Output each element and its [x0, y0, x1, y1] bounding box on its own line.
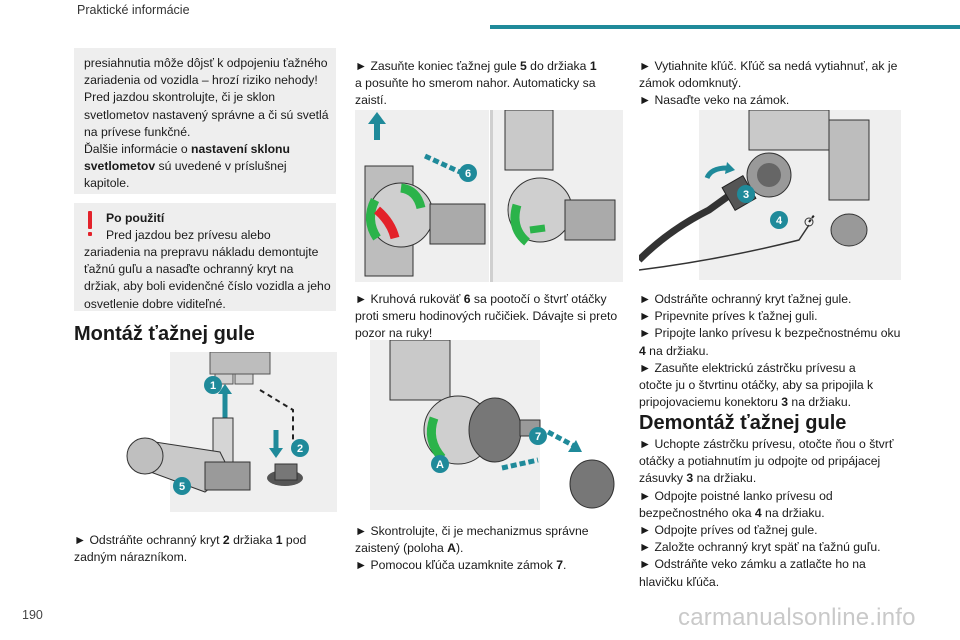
bold-run: 4: [754, 505, 762, 520]
step-line: zaistený (poloha A).: [355, 540, 623, 557]
header-section-title: Praktické informácie: [77, 3, 190, 17]
warning-title: Po použití: [106, 211, 165, 225]
step-line: pozor na ruky!: [355, 326, 433, 341]
header-accent-bar: [490, 25, 960, 29]
text-run: Ďalšie informácie o: [84, 142, 192, 157]
callout-label: 4: [776, 215, 783, 227]
info-box: presiahnutia môže dôjsť k odpojeniu ťažn…: [74, 48, 336, 194]
warning-line: ťažnú guľu a nasaďte ochranný kryt na: [84, 262, 294, 277]
text-run: na držiaku.: [645, 343, 709, 358]
page-number: 190: [22, 608, 43, 622]
callout-label: 7: [535, 431, 541, 443]
step-line: otočte ju o štvrtinu otáčky, aby sa prip…: [639, 378, 874, 393]
bold-run: A: [447, 541, 456, 556]
warning-line: osvetlenie dobre viditeľné.: [84, 296, 226, 311]
step-line: ► Zasuňte elektrickú zástrčku prívesu a: [639, 360, 856, 375]
step-line: zámok odomknutý.: [639, 76, 742, 91]
step-line: ► Nasaďte veko na zámok.: [639, 93, 790, 108]
text-run: zásuvky: [639, 471, 687, 486]
illustration-handle-rotation: 6: [355, 110, 623, 282]
bold-run: 7: [556, 558, 563, 573]
bold-run: 3: [686, 471, 694, 486]
info-line: svetlometov sú uvedené v príslušnej: [84, 158, 334, 175]
step-line: ► Odpojte poistné lanko prívesu od: [639, 488, 833, 503]
text-run: ► Odstráňte ochranný kryt: [74, 533, 223, 547]
step-line: ► Zasuňte koniec ťažnej gule 5 do držiak…: [355, 58, 623, 75]
bold-run: 1: [275, 533, 283, 547]
step-line: hlavičku kľúča.: [639, 574, 720, 589]
warning-box: Po použití Pred jazdou bez prívesu alebo…: [74, 203, 336, 311]
text-run: sa pootočí o štvrť otáčky: [470, 292, 607, 306]
warning-line: držiak, aby boli evidenčné číslo vozidla…: [84, 279, 331, 294]
text-run: pod: [282, 533, 307, 547]
bold-run: 4: [639, 343, 646, 358]
step-line: ► Pripojte lanko prívesu k bezpečnostném…: [639, 326, 901, 341]
step-line: bezpečnostného oka 4 na držiaku.: [639, 505, 909, 522]
bold-run: 6: [463, 292, 471, 306]
text-run: pripojovaciemu konektoru: [639, 395, 782, 410]
info-line: svetlometov nastavený správne a či sú sv…: [84, 107, 329, 122]
step-line: ► Pomocou kľúča uzamknite zámok 7.: [355, 557, 623, 574]
text-run: držiaka: [229, 533, 276, 547]
step-line: ► Odpojte príves od ťažnej gule.: [639, 523, 818, 538]
bold-run: 1: [589, 59, 597, 73]
text-run: ► Pomocou kľúča uzamknite zámok: [355, 558, 557, 573]
step-line: ► Skontrolujte, či je mechanizmus správn…: [355, 524, 589, 538]
warning-line: zariadenia na prepravu nákladu demontujt…: [84, 245, 319, 259]
info-line: zariadenia od vozidla – hrozí riziko neh…: [84, 73, 318, 88]
warning-exclamation-icon: [86, 211, 94, 239]
step-line: ► Vytiahnite kľúč. Kľúč sa nedá vytiahnu…: [639, 59, 898, 73]
step-line: ► Odstráňte ochranný kryt 2 držiaka 1 po…: [74, 532, 336, 549]
step-line: zásuvky 3 na držiaku.: [639, 470, 909, 487]
illustration-towbar-mounting: 1 2 5: [115, 352, 337, 512]
step-line: ► Založte ochranný kryt späť na ťažnú gu…: [639, 540, 881, 555]
bold-run: 3: [781, 395, 789, 410]
warning-line: Pred jazdou bez prívesu alebo: [106, 228, 271, 243]
step-line: proti smeru hodinových ručičiek. Dávajte…: [355, 309, 618, 324]
info-line: Ďalšie informácie o nastavení sklonu: [84, 141, 334, 158]
text-run: bezpečnostného oka: [639, 505, 755, 520]
callout-label: A: [436, 459, 444, 471]
callout-label: 3: [743, 189, 749, 201]
step-line: ► Kruhová rukoväť 6 sa pootočí o štvrť o…: [355, 291, 623, 308]
step-line: ► Odstráňte ochranný kryt ťažnej gule.: [639, 292, 852, 306]
callout-label: 5: [179, 481, 185, 493]
callout-label: 6: [465, 168, 471, 180]
text-run: zaistený (poloha: [355, 541, 448, 556]
bold-run: 5: [520, 59, 527, 73]
text-run: sú uvedené v príslušnej: [155, 159, 287, 174]
step-line: 4 na držiaku.: [639, 343, 909, 360]
step-line: a posuňte ho smerom nahor. Automaticky s…: [355, 76, 596, 91]
text-run: ► Kruhová rukoväť: [355, 292, 464, 306]
text-run: na držiaku.: [693, 471, 757, 486]
callout-label: 2: [297, 443, 303, 455]
step-line: ► Uchopte zástrčku prívesu, otočte ňou o…: [639, 437, 894, 451]
text-run: na držiaku.: [761, 505, 825, 520]
info-line: na prívese funkčné.: [84, 124, 191, 139]
bold-run: nastavení sklonu: [191, 142, 290, 157]
text-run: na držiaku.: [788, 395, 852, 410]
info-line: Pred jazdou skontrolujte, či je sklon: [84, 90, 276, 105]
watermark-text: carmanualsonline.info: [678, 604, 916, 631]
text-run: .: [563, 558, 567, 573]
step-line: zaistí.: [355, 93, 387, 108]
bold-run: 2: [222, 533, 230, 547]
info-line: kapitole.: [84, 176, 130, 191]
bold-run: svetlometov: [84, 159, 156, 174]
step-line: ► Pripevnite príves k ťažnej guli.: [639, 309, 818, 324]
text-run: do držiaka: [526, 59, 590, 73]
section-title-mounting: Montáž ťažnej gule: [74, 323, 255, 345]
step-line: zadným nárazníkom.: [74, 550, 188, 565]
info-line: presiahnutia môže dôjsť k odpojeniu ťažn…: [84, 56, 328, 70]
illustration-lock-mechanism: 7 A: [370, 340, 620, 510]
step-line: otáčky a potiahnutím ju odpojte od pripá…: [639, 454, 881, 469]
section-title-removal: Demontáž ťažnej gule: [639, 412, 847, 434]
illustration-trailer-connection: 3 4: [639, 110, 901, 280]
text-run: ).: [455, 541, 464, 556]
callout-label: 1: [210, 380, 216, 392]
step-line: ► Odstráňte veko zámku a zatlačte ho na: [639, 557, 866, 572]
text-run: ► Zasuňte koniec ťažnej gule: [355, 59, 521, 73]
step-line: pripojovaciemu konektoru 3 na držiaku.: [639, 394, 909, 411]
